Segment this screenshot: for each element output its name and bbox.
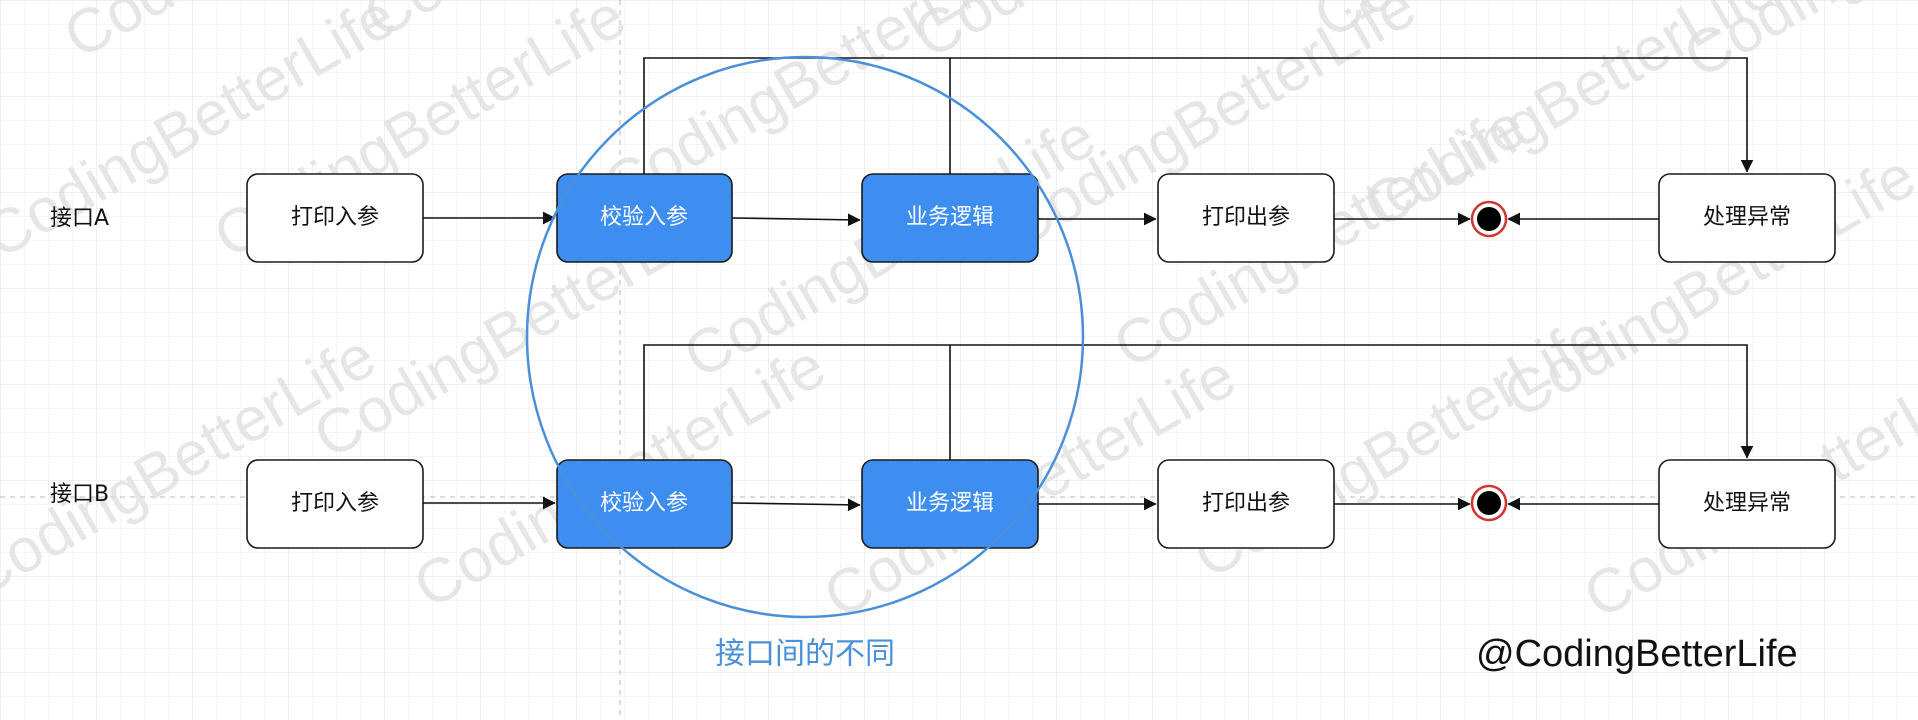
node-b-print-in-box bbox=[246, 459, 424, 549]
node-b-print-out-label: 打印出参 bbox=[1202, 491, 1290, 516]
node-b-print-in[interactable]: 打印入参 bbox=[246, 459, 424, 549]
node-b-handle-error[interactable]: 处理异常 bbox=[1658, 459, 1836, 549]
edge-b-validate-to-business bbox=[731, 498, 861, 512]
node-a-print-in[interactable]: 打印入参 bbox=[246, 173, 424, 263]
end-node-b-dot bbox=[1477, 491, 1501, 515]
row-label-a: 接口A bbox=[50, 206, 109, 231]
node-a-handle-error-box bbox=[1658, 173, 1836, 263]
difference-highlight-circle bbox=[525, 55, 1085, 619]
node-b-business[interactable]: 业务逻辑 bbox=[861, 459, 1039, 549]
node-b-validate-label: 校验入参 bbox=[600, 491, 688, 516]
edge-a-validate-to-business bbox=[731, 213, 861, 227]
node-a-print-in-label: 打印入参 bbox=[291, 205, 379, 230]
end-node-a-dot bbox=[1477, 207, 1501, 231]
node-a-validate[interactable]: 校验入参 bbox=[556, 173, 733, 263]
credit-text: @CodingBetterLife bbox=[1476, 633, 1798, 675]
node-a-business[interactable]: 业务逻辑 bbox=[861, 173, 1039, 263]
node-a-print-out[interactable]: 打印出参 bbox=[1157, 173, 1335, 263]
node-b-print-in-label: 打印入参 bbox=[291, 491, 379, 516]
row-interface-b: 接口B 打印入参 校验入参 业务逻辑 打印出参 处理异常 bbox=[50, 344, 1836, 549]
node-a-handle-error[interactable]: 处理异常 bbox=[1658, 173, 1836, 263]
node-a-print-out-label: 打印出参 bbox=[1202, 205, 1290, 230]
node-a-business-label: 业务逻辑 bbox=[906, 205, 994, 230]
node-b-handle-error-label: 处理异常 bbox=[1703, 491, 1791, 516]
end-node-a[interactable] bbox=[1470, 200, 1508, 238]
node-a-print-out-box bbox=[1157, 173, 1335, 263]
end-node-b[interactable] bbox=[1470, 484, 1508, 522]
edge-b-validate-to-error bbox=[643, 344, 1754, 460]
node-a-handle-error-label: 处理异常 bbox=[1703, 205, 1791, 230]
row-label-b: 接口B bbox=[50, 482, 109, 507]
row-interface-a: 接口A 打印入参 校验入参 业务逻辑 打印出参 处理异常 bbox=[50, 57, 1836, 263]
node-a-validate-label: 校验入参 bbox=[600, 205, 688, 230]
edge-a-validate-to-error bbox=[643, 57, 1754, 174]
node-b-print-out[interactable]: 打印出参 bbox=[1157, 459, 1335, 549]
difference-caption: 接口间的不同 bbox=[715, 637, 895, 672]
node-b-business-label: 业务逻辑 bbox=[906, 491, 994, 516]
